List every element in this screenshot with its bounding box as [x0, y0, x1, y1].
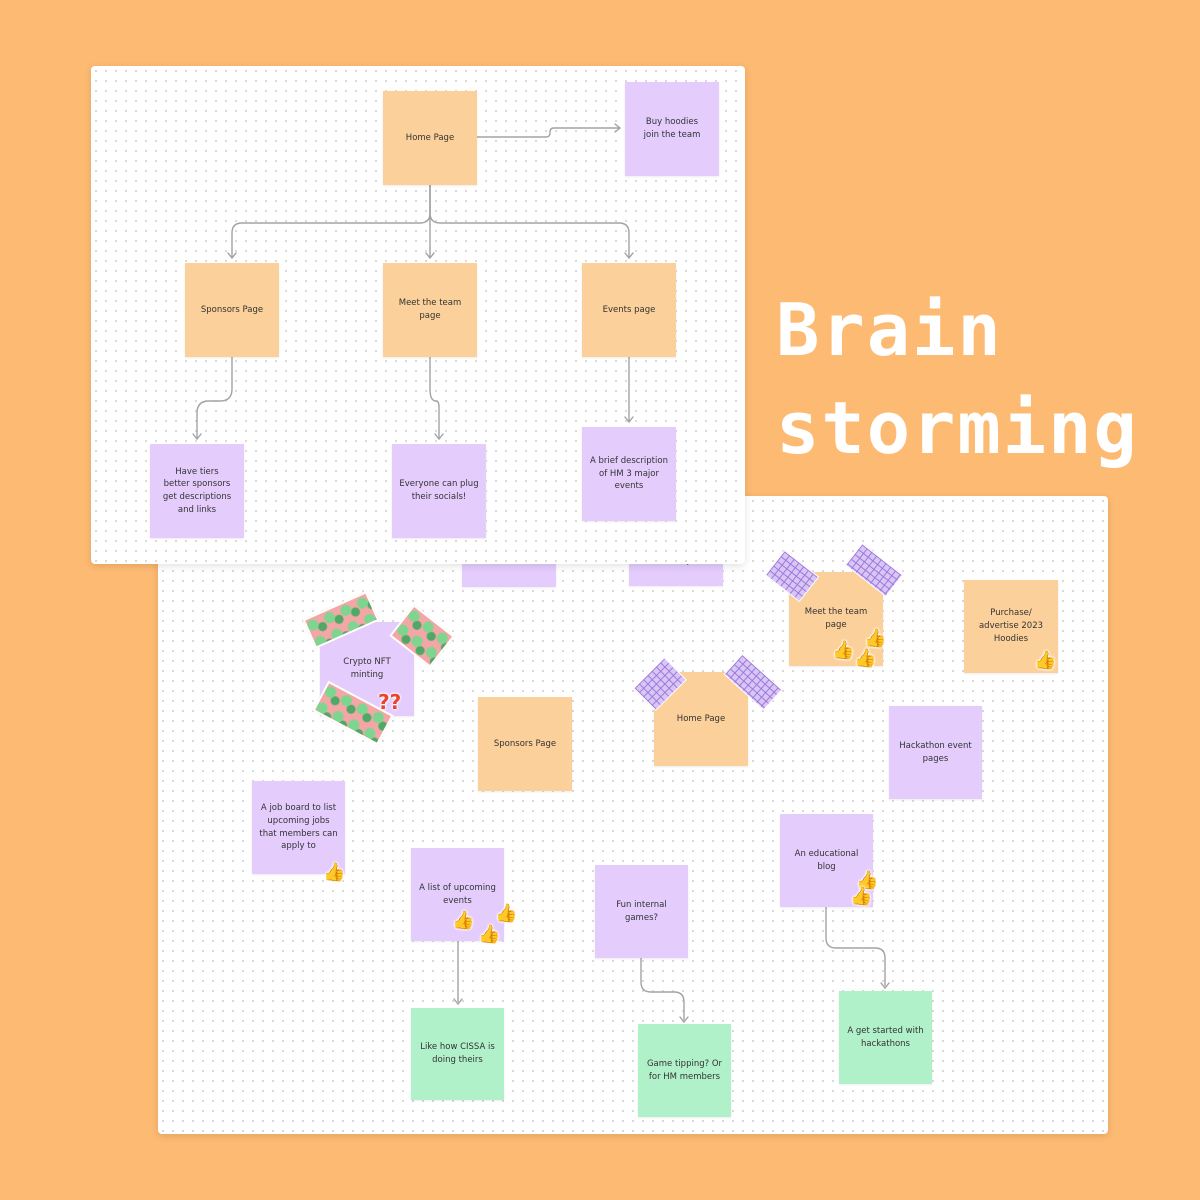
note-fun-games-label: Fun internal games? [616, 899, 667, 923]
note-get-started[interactable]: A get started with hackathons [839, 991, 932, 1084]
thumbs-up-icon: 👍 [832, 640, 855, 661]
connector-home-buy [477, 127, 619, 138]
note-purchase-hoodies[interactable]: Purchase/ advertise 2023 Hoodies [964, 580, 1058, 673]
thumbs-up-icon: 👍 [495, 903, 518, 924]
connector-games-tipping [640, 958, 685, 1020]
note-meet-team-page-label: Meet the team page [398, 298, 462, 321]
thumbs-up-icon: 👍 [478, 924, 501, 945]
connector-meet-plug [429, 357, 440, 438]
title-brain: Brain [776, 288, 1003, 372]
note-game-tipping-label: Game tipping? Or for HM members [646, 1058, 723, 1082]
note-sponsor-tiers[interactable]: Have tiers better sponsors get descripti… [150, 444, 244, 538]
note-job-board-label: A job board to list upcoming jobs that m… [259, 803, 338, 852]
connector-home-events [429, 185, 630, 257]
note-upcoming-events[interactable]: A list of upcoming events [411, 848, 504, 941]
note-plug-socials[interactable]: Everyone can plug their socials! [392, 444, 486, 538]
note-brief-description-label: A brief description of HM 3 major events [590, 455, 668, 492]
question-marks-icon: ?? [378, 690, 402, 714]
thumbs-up-icon: 👍 [854, 648, 877, 669]
note-buy-hoodies[interactable]: Buy hoodies join the team [625, 82, 719, 176]
note-buy-hoodies-label: Buy hoodies join the team [643, 117, 701, 140]
note-hackathon-pages[interactable]: Hackathon event pages [889, 706, 982, 799]
note-purchase-hoodies-label: Purchase/ advertise 2023 Hoodies [978, 608, 1044, 644]
note-upcoming-events-label: A list of upcoming events [419, 882, 496, 906]
thumbs-up-icon: 👍 [452, 910, 475, 931]
note-game-tipping[interactable]: Game tipping? Or for HM members [638, 1024, 731, 1117]
connector-home-sponsors [231, 185, 431, 257]
thumbs-up-icon: 👍 [850, 886, 873, 907]
note-educational-blog-label: An educational blog [794, 848, 859, 872]
note-sponsors-brain[interactable]: Sponsors Page [478, 697, 572, 791]
note-events-page[interactable]: Events page [582, 263, 676, 357]
note-brief-description[interactable]: A brief description of HM 3 major events [582, 427, 676, 521]
note-sponsor-tiers-label: Have tiers better sponsors get descripti… [162, 466, 232, 515]
note-sponsors-page-label: Sponsors Page [200, 304, 264, 315]
thumbs-up-icon: 👍 [323, 862, 346, 883]
note-events-page-label: Events page [602, 304, 656, 315]
note-home-page[interactable]: Home Page [383, 91, 477, 185]
connector-sponsors-tiers [196, 357, 233, 438]
thumbs-up-icon: 👍 [1034, 650, 1057, 671]
note-meet-team-page[interactable]: Meet the team page [383, 263, 477, 357]
note-fun-games[interactable]: Fun internal games? [595, 865, 688, 958]
note-job-board[interactable]: A job board to list upcoming jobs that m… [252, 781, 345, 874]
note-sponsors-page[interactable]: Sponsors Page [185, 263, 279, 357]
note-hackathon-pages-label: Hackathon event pages [899, 740, 972, 764]
thumbs-up-icon: 👍 [856, 870, 879, 891]
note-plug-socials-label: Everyone can plug their socials! [399, 479, 479, 502]
brainstorm-board[interactable]: workshops? Crypto NFT minting Meet the t… [158, 496, 1108, 1134]
note-home-page-label: Home Page [405, 132, 455, 143]
note-educational-blog[interactable]: An educational blog [780, 814, 873, 907]
title-storming: storming [776, 386, 1139, 470]
note-home-page-brain-label: Home Page [676, 713, 726, 724]
thumbs-up-icon: 👍 [864, 628, 887, 649]
note-like-cissa-label: Like how CISSA is doing theirs [420, 1042, 495, 1065]
connector-blog-getstarted [825, 907, 886, 986]
flowchart-board[interactable]: Home Page Buy hoodies join the team Spon… [91, 66, 745, 564]
note-get-started-label: A get started with hackathons [847, 1025, 924, 1049]
note-meet-team-brain-label: Meet the team page [804, 607, 868, 630]
note-sponsors-brain-label: Sponsors Page [493, 738, 557, 749]
note-crypto-nft-label: Crypto NFT minting [343, 657, 391, 680]
note-like-cissa[interactable]: Like how CISSA is doing theirs [411, 1008, 504, 1100]
